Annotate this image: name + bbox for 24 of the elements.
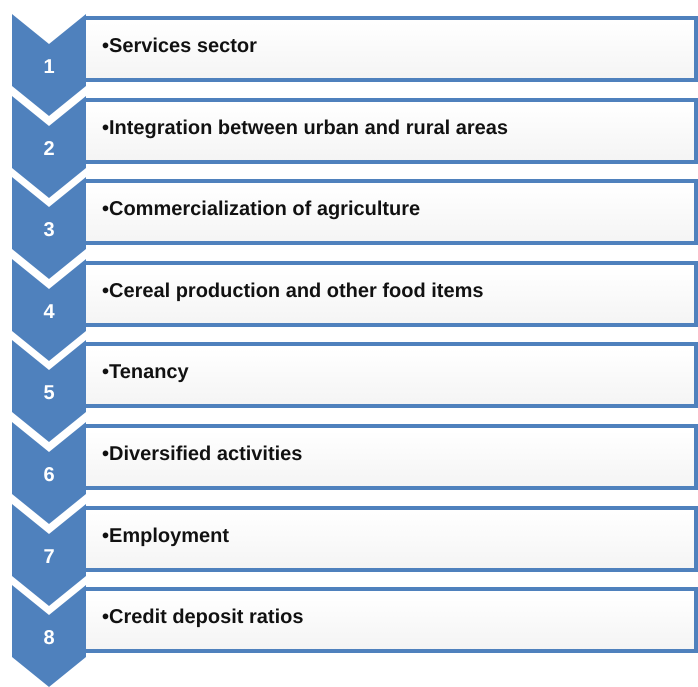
item-text: •Integration between urban and rural areas bbox=[102, 116, 508, 140]
item-box bbox=[86, 587, 698, 654]
step-number: 8 bbox=[42, 627, 56, 650]
item-box bbox=[86, 16, 698, 82]
step-number: 5 bbox=[42, 382, 56, 406]
item-text: •Cereal production and other food items bbox=[102, 280, 484, 303]
item-box bbox=[86, 506, 698, 572]
step-number: 4 bbox=[42, 300, 56, 324]
item-box bbox=[86, 342, 698, 408]
item-text: •Commercialization of agriculture bbox=[102, 198, 420, 222]
item-text: •Employment bbox=[102, 524, 230, 548]
item-text: •Tenancy bbox=[102, 361, 189, 384]
step-number: 2 bbox=[42, 138, 56, 161]
step-number: 6 bbox=[42, 464, 56, 487]
item-box bbox=[86, 424, 698, 490]
item-box bbox=[86, 98, 698, 164]
item-box bbox=[86, 260, 698, 327]
item-text: •Services sector bbox=[102, 35, 257, 58]
step-number: 3 bbox=[42, 219, 56, 242]
step-number: 7 bbox=[42, 546, 56, 569]
item-box bbox=[86, 179, 698, 246]
item-text: •Credit deposit ratios bbox=[102, 606, 304, 630]
step-number: 1 bbox=[42, 56, 56, 79]
item-text: •Diversified activities bbox=[102, 443, 302, 466]
